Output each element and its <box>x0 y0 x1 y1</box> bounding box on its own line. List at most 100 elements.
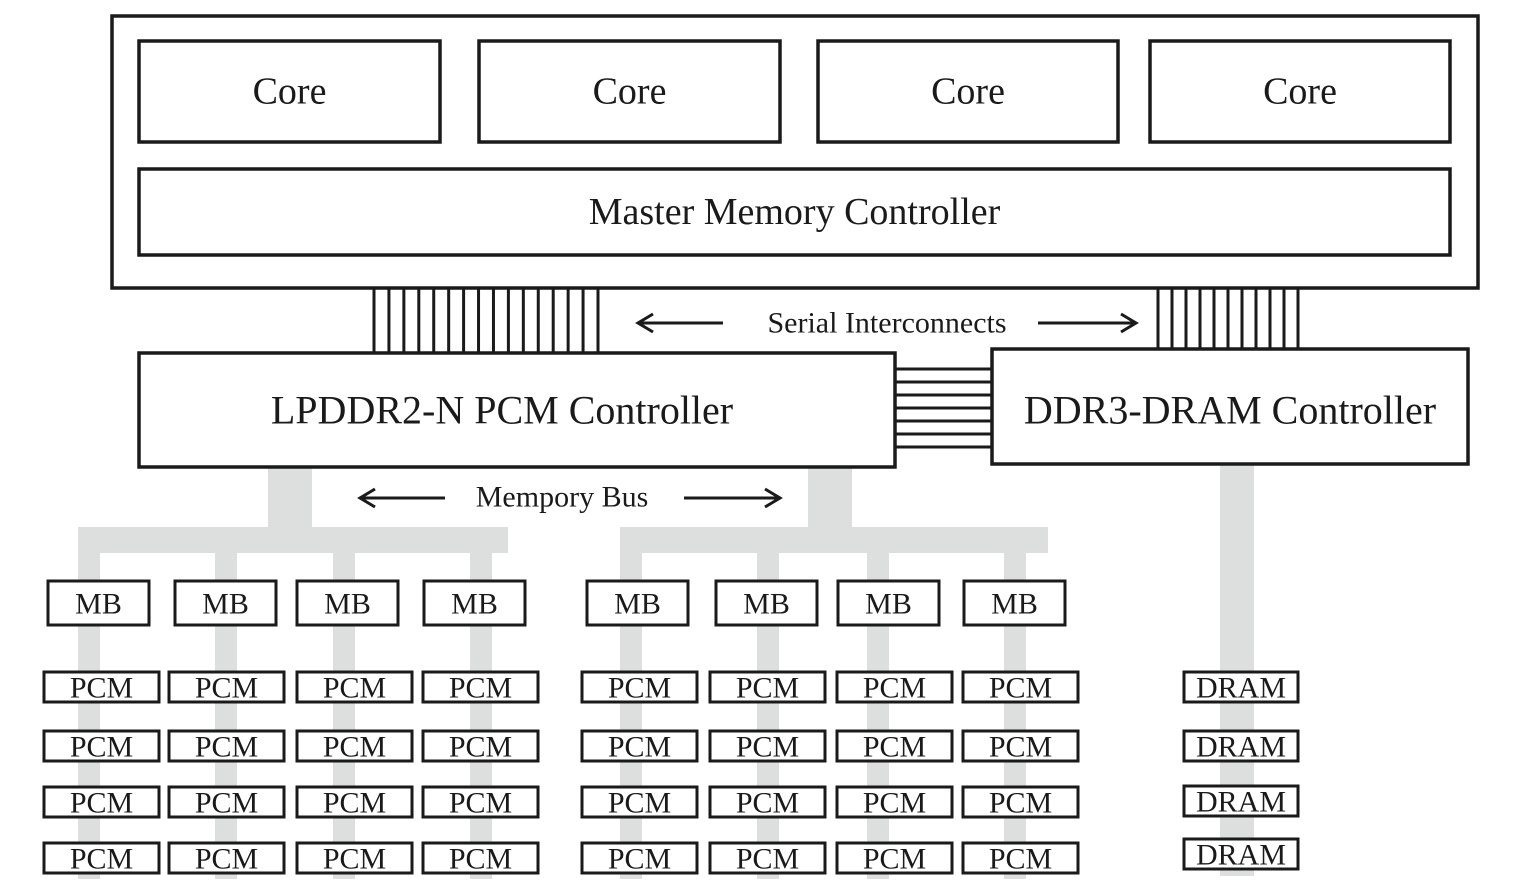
core-box-2: Core <box>477 39 782 144</box>
pcm-chip-box-frame <box>42 670 161 704</box>
pcm-chip-box: PCM <box>580 729 699 764</box>
dram-chip-box-frame <box>1182 784 1300 818</box>
pcm-chip-box: PCM <box>961 841 1080 876</box>
pcm-chip-box-label: PCM <box>736 843 799 876</box>
dram-chip-box: DRAM <box>1182 729 1300 764</box>
pcm-chip-box: PCM <box>580 670 699 705</box>
pcm-chip-box-label: PCM <box>989 843 1052 876</box>
pcm-chip-box-frame <box>295 670 414 704</box>
master-memory-controller-label: Master Memory Controller <box>589 191 1001 233</box>
pcm-chip-box: PCM <box>167 841 286 876</box>
pcm-chip-box-label: PCM <box>736 672 799 705</box>
pcm-chip-box: PCM <box>42 841 161 876</box>
dram-chip-box-frame <box>1182 670 1300 704</box>
dram-chip-box-label: DRAM <box>1196 839 1286 872</box>
dram-chip-box-frame <box>1182 729 1300 763</box>
dram-chip-box: DRAM <box>1182 670 1300 705</box>
pcm-chip-box-frame <box>835 785 954 819</box>
pcm-chip-box: PCM <box>580 841 699 876</box>
memory-buffer-box: MB <box>962 579 1067 627</box>
pcm-chip-box-label: PCM <box>863 672 926 705</box>
master-memory-controller: Master Memory Controller <box>137 167 1452 257</box>
pcm-chip-box: PCM <box>835 785 954 820</box>
memory-buffer-box-label: MB <box>451 588 498 621</box>
pcm-chip-box-label: PCM <box>195 843 258 876</box>
pcm-chip-box-frame <box>421 841 540 875</box>
serial-interconnects-label: Serial Interconnects <box>767 307 1006 340</box>
core-box-3: Core <box>816 39 1120 144</box>
memory-buffer-box: MB <box>173 579 278 627</box>
dram-controller: DDR3-DRAM Controller <box>990 347 1470 466</box>
pcm-chip-box-label: PCM <box>449 731 512 764</box>
pcm-chip-box-label: PCM <box>323 731 386 764</box>
pcm-chip-box-frame <box>961 729 1080 763</box>
pcm-chip-box-label: PCM <box>323 672 386 705</box>
memory-buffer-box-frame <box>585 579 690 627</box>
pcm-chip-box-label: PCM <box>608 843 671 876</box>
pcm-chip-box-label: PCM <box>195 672 258 705</box>
dram-chip-box-label: DRAM <box>1196 672 1286 705</box>
pcm-chip-box-label: PCM <box>863 843 926 876</box>
memory-bus-annotation: Mempory Bus <box>357 481 783 514</box>
memory-buffer-box-label: MB <box>865 588 912 621</box>
memory-buffer-box-label: MB <box>991 588 1038 621</box>
pcm-chip-box: PCM <box>421 670 540 705</box>
pcm-chip-box: PCM <box>421 841 540 876</box>
pcm-chip-box-frame <box>961 841 1080 875</box>
dram-chip-box-label: DRAM <box>1196 731 1286 764</box>
pcm-chip-box-label: PCM <box>736 731 799 764</box>
pcm-chip-box-label: PCM <box>989 787 1052 820</box>
pcm-chip-box: PCM <box>961 785 1080 820</box>
memory-buffer-box-frame <box>962 579 1067 627</box>
pcm-chip-box-frame <box>167 785 286 819</box>
pcm-chip-box-label: PCM <box>323 843 386 876</box>
bus-stem <box>808 467 852 529</box>
pcm-chip-box-label: PCM <box>70 843 133 876</box>
bus-stem <box>268 467 312 529</box>
dram-controller-label: DDR3-DRAM Controller <box>1024 388 1436 433</box>
serial-interconnect-wires <box>372 288 1300 449</box>
pcm-chip-box-label: PCM <box>323 787 386 820</box>
memory-buffer-box-frame <box>295 579 400 627</box>
pcm-chip-box: PCM <box>835 841 954 876</box>
memory-buffer-box-frame <box>173 579 278 627</box>
pcm-chip-box-frame <box>295 841 414 875</box>
right-arrow-head <box>764 487 783 509</box>
memory-buffer-box: MB <box>422 579 527 627</box>
pcm-chip-box: PCM <box>835 670 954 705</box>
pcm-chip-box-frame <box>835 729 954 763</box>
pcm-chip-box: PCM <box>295 841 414 876</box>
pcm-chip-box-label: PCM <box>736 787 799 820</box>
pcm-chip-box-label: PCM <box>863 731 926 764</box>
memory-buffer-box: MB <box>585 579 690 627</box>
memory-modules: MB MB MB MB PCM PCM PCM PCM PCM PCM PCM PCM PCM PCM PC… <box>42 579 1300 876</box>
pcm-chip-box: PCM <box>580 785 699 820</box>
core-label: Core <box>593 71 667 113</box>
pcm-chip-box-label: PCM <box>989 731 1052 764</box>
pcm-chip-box-frame <box>42 841 161 875</box>
memory-buffer-box: MB <box>46 579 151 627</box>
pcm-chip-box-frame <box>42 729 161 763</box>
pcm-chip-box-frame <box>580 729 699 763</box>
pcm-chip-box-frame <box>421 729 540 763</box>
pcm-chip-box: PCM <box>295 785 414 820</box>
pcm-chip-box: PCM <box>421 729 540 764</box>
memory-buffer-box-frame <box>46 579 151 627</box>
pcm-chip-box: PCM <box>961 729 1080 764</box>
right-arrow-head <box>1120 312 1139 334</box>
pcm-chip-box-label: PCM <box>863 787 926 820</box>
core-box-4: Core <box>1148 39 1452 144</box>
memory-buffer-box-frame <box>422 579 527 627</box>
pcm-chip-box: PCM <box>835 729 954 764</box>
dram-chip-box-label: DRAM <box>1196 786 1286 819</box>
left-arrow-head <box>357 487 376 509</box>
memory-buffer-box-frame <box>714 579 819 627</box>
pcm-chip-box-label: PCM <box>70 787 133 820</box>
memory-buffer-box-label: MB <box>324 588 371 621</box>
pcm-chip-box: PCM <box>961 670 1080 705</box>
pcm-chip-box-label: PCM <box>449 787 512 820</box>
memory-buffer-box-frame <box>836 579 941 627</box>
dram-chip-box-frame <box>1182 837 1300 871</box>
pcm-chip-box-frame <box>167 670 286 704</box>
